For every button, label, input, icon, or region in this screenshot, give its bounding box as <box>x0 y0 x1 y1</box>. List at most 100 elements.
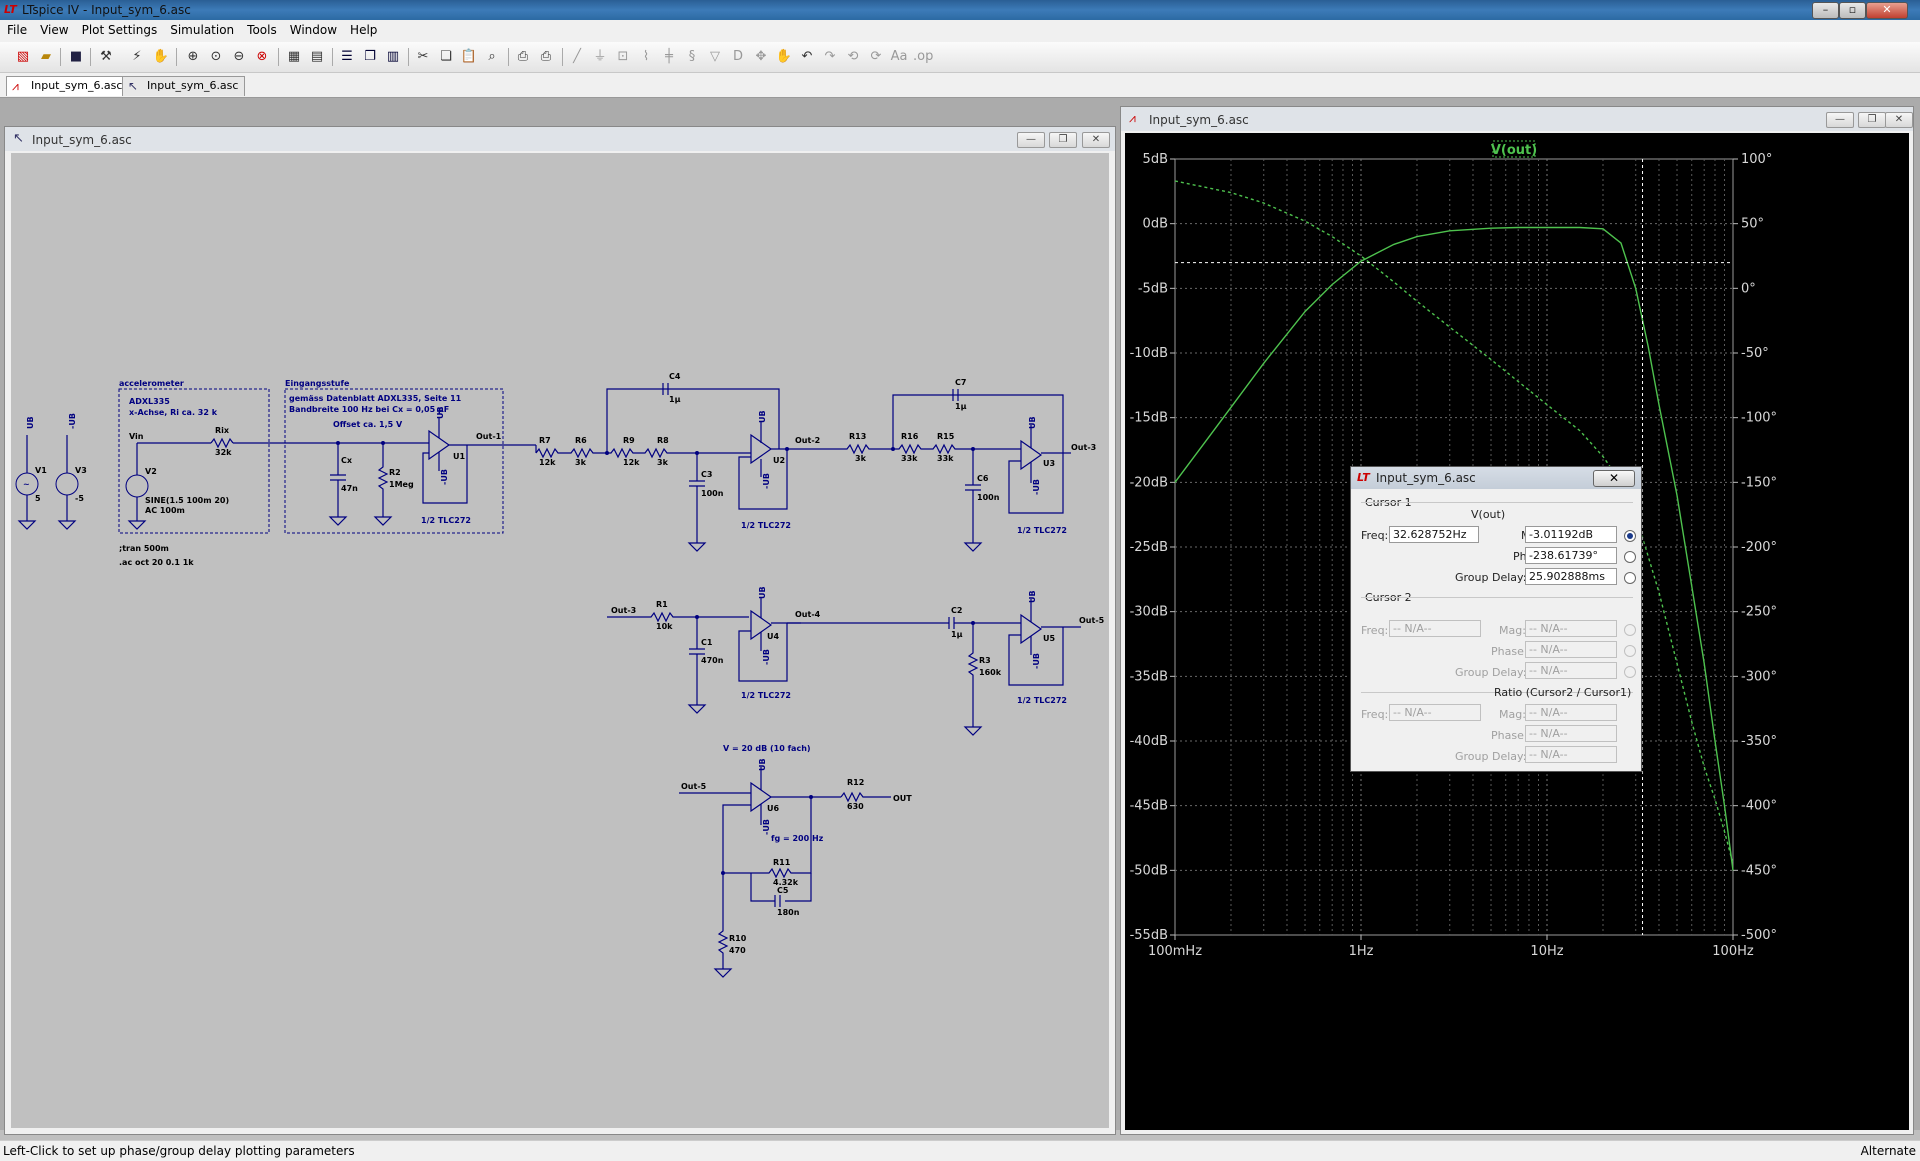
cursor1-phase-radio[interactable] <box>1624 551 1636 563</box>
capacitor-c1[interactable] <box>689 617 705 705</box>
cursor-1-crosshair[interactable] <box>1175 159 1733 935</box>
cascade-icon[interactable]: ❐ <box>364 49 376 64</box>
label-c1-value: 470n <box>701 656 724 665</box>
paste-icon[interactable]: 📋 <box>460 49 478 64</box>
resistor-rix[interactable] <box>210 437 234 449</box>
cursor1-mag-field[interactable]: -3.01192dB <box>1525 526 1617 543</box>
label-u4: U4 <box>767 632 779 641</box>
opamp-u4[interactable]: UB -UB <box>738 586 801 682</box>
schematic-canvas[interactable]: ~ V1 5 UB V3 -5 -UB accelerometer ADXL33… <box>11 153 1109 1128</box>
resistor-icon[interactable]: ⌇ <box>642 49 650 64</box>
cursor1-phase-field[interactable]: -238.61739° <box>1525 547 1617 564</box>
ground-icon[interactable]: ⏚ <box>593 49 607 64</box>
autorange-icon[interactable]: ▦ <box>287 49 301 64</box>
menu-file[interactable]: File <box>7 23 28 37</box>
capacitor-icon[interactable]: ╪ <box>665 49 673 64</box>
mirror-icon[interactable]: ⟳ <box>870 49 882 64</box>
tile-vertical-icon[interactable]: ▥ <box>386 49 400 64</box>
source-v2[interactable]: V2 <box>125 443 157 530</box>
label-r3: R3 <box>979 656 991 665</box>
zoom-area-icon[interactable]: ⊙ <box>210 49 222 64</box>
capacitor-c7[interactable] <box>952 389 959 401</box>
opamp-u3[interactable]: UB -UB <box>1008 416 1071 514</box>
waveform-close-button[interactable]: ✕ <box>1885 112 1913 128</box>
menu-window[interactable]: Window <box>289 23 338 37</box>
schematic-restore-button[interactable]: ❐ <box>1049 132 1077 148</box>
cursor1-freq-field[interactable]: 32.628752Hz <box>1389 526 1479 543</box>
menu-plot-settings[interactable]: Plot Settings <box>81 23 158 37</box>
inductor-icon[interactable]: § <box>688 49 696 64</box>
diode-icon[interactable]: ▽ <box>710 49 720 64</box>
source-v1[interactable]: ~ V1 5 UB <box>15 416 47 530</box>
schematic-minimize-button[interactable]: — <box>1017 132 1045 148</box>
label-net-icon[interactable]: ⊡ <box>617 49 629 64</box>
print-icon[interactable]: ⎙ <box>540 49 552 64</box>
capacitor-c6[interactable] <box>965 449 981 543</box>
grid-icon[interactable]: ▤ <box>310 49 324 64</box>
cut-icon[interactable]: ✂ <box>417 49 429 64</box>
zoom-out-icon[interactable]: ⊖ <box>233 49 245 64</box>
print-setup-icon[interactable]: ⎙ <box>517 49 529 64</box>
new-schematic-icon[interactable]: ▧ <box>16 49 30 64</box>
source-v3[interactable]: V3 -5 -UB <box>55 413 87 530</box>
run-icon[interactable]: ⚡ <box>132 49 142 64</box>
resistor-r12[interactable] <box>840 791 891 803</box>
label-r7-value: 12k <box>539 458 556 467</box>
text-icon[interactable]: Aa <box>890 49 908 64</box>
open-icon[interactable]: ▰ <box>41 49 51 64</box>
copy-icon[interactable]: ❏ <box>440 49 452 64</box>
label-r12-value: 630 <box>847 802 864 811</box>
menu-help[interactable]: Help <box>350 23 378 37</box>
cursor-dialog-close-button[interactable]: ✕ <box>1593 470 1635 487</box>
component-icon[interactable]: D <box>732 49 743 64</box>
trace-label-box[interactable] <box>1492 140 1536 158</box>
control-panel-icon[interactable]: ⚒ <box>100 49 112 64</box>
resistor-r3[interactable] <box>967 623 979 727</box>
capacitor-c2[interactable] <box>787 617 1021 629</box>
minimize-button[interactable]: – <box>1812 2 1839 19</box>
waveform-restore-button[interactable]: ❐ <box>1858 112 1886 128</box>
directive-tran[interactable]: ;tran 500m <box>119 544 169 553</box>
resistor-r10[interactable] <box>717 873 729 969</box>
opamp-u2[interactable]: UB -UB <box>738 410 788 510</box>
menu-tools[interactable]: Tools <box>247 23 277 37</box>
tab-schematic[interactable]: ↖Input_sym_6.asc <box>122 76 246 96</box>
capacitor-c3[interactable] <box>689 453 705 543</box>
trace-label[interactable]: V(out) <box>1491 143 1537 158</box>
ratio-groupdelay-label: Group Delay: <box>1455 750 1527 763</box>
cursor1-mag-radio[interactable] <box>1624 530 1636 542</box>
pan-icon[interactable]: ✋ <box>152 49 170 64</box>
find-icon[interactable]: ⌕ <box>488 49 496 64</box>
close-button[interactable]: ✕ <box>1866 2 1908 19</box>
opamp-u5[interactable]: UB -UB <box>1008 590 1081 686</box>
zoom-fit-icon[interactable]: ⊗ <box>256 49 268 64</box>
opamp-u6[interactable]: UB -UB <box>750 758 841 835</box>
undo-icon[interactable]: ↶ <box>801 49 813 64</box>
capacitor-cx[interactable] <box>328 441 348 526</box>
cursor1-groupdelay-field[interactable]: 25.902888ms <box>1525 568 1617 585</box>
directive-ac[interactable]: .ac oct 20 0.1 1k <box>119 558 194 567</box>
spice-directive-icon[interactable]: .op <box>913 49 934 64</box>
cursor1-groupdelay-radio[interactable] <box>1624 572 1636 584</box>
wire-icon[interactable]: ╱ <box>573 49 581 64</box>
zoom-in-icon[interactable]: ⊕ <box>187 49 199 64</box>
tile-horizontal-icon[interactable]: ☰ <box>341 49 353 64</box>
move-icon[interactable]: ✥ <box>755 49 767 64</box>
rotate-icon[interactable]: ⟲ <box>847 49 859 64</box>
maximize-button[interactable]: ▫ <box>1839 2 1866 19</box>
drag-icon[interactable]: ✋ <box>775 49 793 64</box>
label-adxl335: ADXL335 <box>129 397 170 406</box>
menu-simulation[interactable]: Simulation <box>170 23 235 37</box>
resistor-r2[interactable] <box>373 441 393 526</box>
waveform-minimize-button[interactable]: — <box>1826 112 1854 128</box>
tab-waveform[interactable]: ⩘Input_sym_6.asc <box>6 76 130 96</box>
capacitor-c4[interactable] <box>662 383 669 395</box>
label-bandbreite: Bandbreite 100 Hz bei Cx = 0,05 µF <box>289 405 449 414</box>
schematic-close-button[interactable]: ✕ <box>1082 132 1110 148</box>
y-right-tick-label: -300° <box>1741 669 1777 684</box>
opamp-u1[interactable]: UB -UB <box>422 406 468 504</box>
x-tick-label: 10Hz <box>1530 944 1563 959</box>
menu-view[interactable]: View <box>40 23 69 37</box>
save-icon[interactable]: ■ <box>69 49 83 64</box>
redo-icon[interactable]: ↷ <box>824 49 836 64</box>
